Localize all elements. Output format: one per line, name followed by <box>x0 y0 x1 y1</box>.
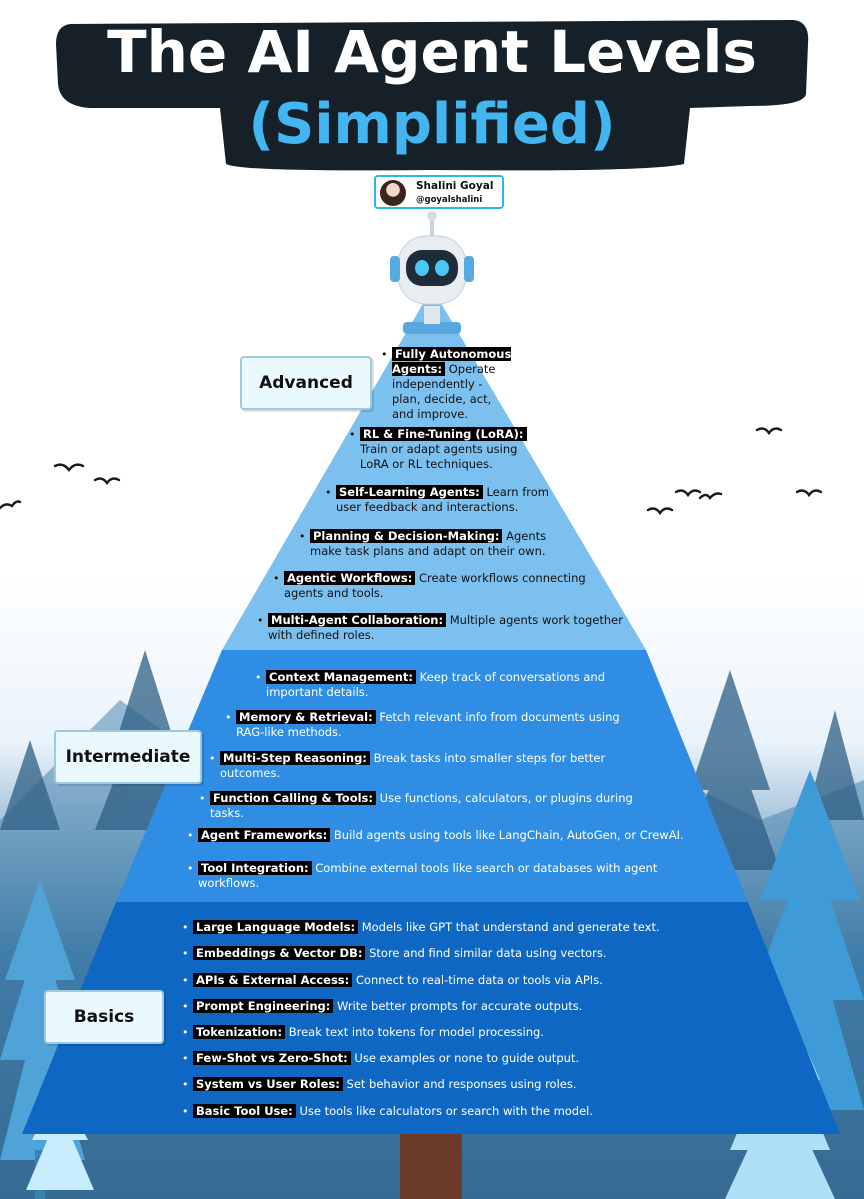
item-key: APIs & External Access: <box>193 973 353 987</box>
item-key: Multi-Agent Collaboration: <box>268 613 447 627</box>
item-key: Agent Frameworks: <box>198 828 331 842</box>
author-badge: Shalini Goyal @goyalshalini <box>374 175 504 209</box>
item-text: Set behavior and responses using roles. <box>346 1077 577 1091</box>
item-text: Break tasks into smaller steps for bette… <box>220 751 606 780</box>
item-text: Multiple agents work together with defin… <box>268 613 623 642</box>
item-text: Train or adapt agents using LoRA or RL t… <box>360 442 518 471</box>
avatar <box>380 180 406 206</box>
item-text: Connect to real-time data or tools via A… <box>355 973 603 987</box>
item-text: Combine external tools like search or da… <box>198 861 658 890</box>
level-label-intermediate: Intermediate <box>54 730 202 784</box>
item-text: Learn from user feedback and interaction… <box>336 485 549 514</box>
author-name: Shalini Goyal <box>416 180 494 192</box>
item-text: Write better prompts for accurate output… <box>337 999 583 1013</box>
bird-icon <box>0 427 823 516</box>
item-key: Tool Integration: <box>198 861 312 875</box>
page-subtitle: (Simplified) <box>248 92 616 157</box>
basics-item: •Basic Tool Use: Use tools like calculat… <box>182 1104 594 1118</box>
basics-item: •Large Language Models: Models like GPT … <box>182 920 660 934</box>
item-text: Create workflows connecting agents and t… <box>284 571 586 600</box>
page-title: The AI Agent Levels <box>107 18 757 86</box>
pyramid-basics-tier <box>22 902 840 1134</box>
intermediate-item: •Agent Frameworks: Build agents using to… <box>187 828 684 842</box>
basics-item: •APIs & External Access: Connect to real… <box>182 973 603 987</box>
intermediate-item: •Memory & Retrieval: Fetch relevant info… <box>225 710 620 739</box>
advanced-item: •Fully Autonomous Agents: Operate indepe… <box>381 347 512 421</box>
item-text: Store and find similar data using vector… <box>369 946 607 960</box>
item-key: Large Language Models: <box>193 920 359 934</box>
level-label-advanced: Advanced <box>240 356 372 410</box>
advanced-item: •Multi-Agent Collaboration: Multiple age… <box>257 613 623 642</box>
item-text: Break text into tokens for model process… <box>288 1025 544 1039</box>
item-text: Agents make task plans and adapt on thei… <box>310 529 547 558</box>
intermediate-item: •Function Calling & Tools: Use functions… <box>199 791 633 820</box>
item-key: Few-Shot vs Zero-Shot: <box>193 1051 351 1065</box>
advanced-item: •Agentic Workflows: Create workflows con… <box>273 571 586 600</box>
pyramid-advanced-tier <box>222 288 646 650</box>
item-text: Keep track of conversations and importan… <box>266 670 605 699</box>
item-text: Use examples or none to guide output. <box>354 1051 580 1065</box>
item-key: System vs User Roles: <box>193 1077 343 1091</box>
advanced-item: •Self-Learning Agents: Learn from user f… <box>325 485 549 514</box>
basics-item: •Few-Shot vs Zero-Shot: Use examples or … <box>182 1051 580 1065</box>
item-key: Self-Learning Agents: <box>336 485 483 499</box>
item-text: Build agents using tools like LangChain,… <box>333 828 684 842</box>
item-key: Agentic Workflows: <box>284 571 416 585</box>
item-text: Use tools like calculators or search wit… <box>299 1104 594 1118</box>
item-key: RL & Fine-Tuning (LoRA): <box>360 427 527 441</box>
item-key: Embeddings & Vector DB: <box>193 946 366 960</box>
item-key: Context Management: <box>266 670 416 684</box>
basics-item: •Embeddings & Vector DB: Store and find … <box>182 946 607 960</box>
basics-item: •System vs User Roles: Set behavior and … <box>182 1077 577 1091</box>
intermediate-item: •Multi-Step Reasoning: Break tasks into … <box>209 751 606 780</box>
item-text: Operate independently - plan, decide, ac… <box>392 362 496 421</box>
item-text: Models like GPT that understand and gene… <box>361 920 660 934</box>
author-handle: @goyalshalini <box>416 195 483 205</box>
basics-item: •Prompt Engineering: Write better prompt… <box>182 999 583 1013</box>
item-key: Function Calling & Tools: <box>210 791 376 805</box>
basics-item: •Tokenization: Break text into tokens fo… <box>182 1025 544 1039</box>
advanced-item: •RL & Fine-Tuning (LoRA): Train or adapt… <box>349 427 535 472</box>
item-text: Use functions, calculators, or plugins d… <box>210 791 633 820</box>
intermediate-item: •Context Management: Keep track of conve… <box>255 670 605 699</box>
item-key: Prompt Engineering: <box>193 999 334 1013</box>
level-label-basics: Basics <box>44 990 164 1044</box>
item-key: Planning & Decision-Making: <box>310 529 503 543</box>
item-key: Memory & Retrieval: <box>236 710 376 724</box>
robot-icon <box>390 211 474 334</box>
item-key: Tokenization: <box>193 1025 286 1039</box>
item-text: Fetch relevant info from documents using… <box>236 710 620 739</box>
advanced-item: •Planning & Decision-Making: Agents make… <box>299 529 547 558</box>
item-key: Basic Tool Use: <box>193 1104 296 1118</box>
title-background <box>56 20 809 171</box>
intermediate-item: •Tool Integration: Combine external tool… <box>187 861 658 890</box>
item-key: Multi-Step Reasoning: <box>220 751 370 765</box>
